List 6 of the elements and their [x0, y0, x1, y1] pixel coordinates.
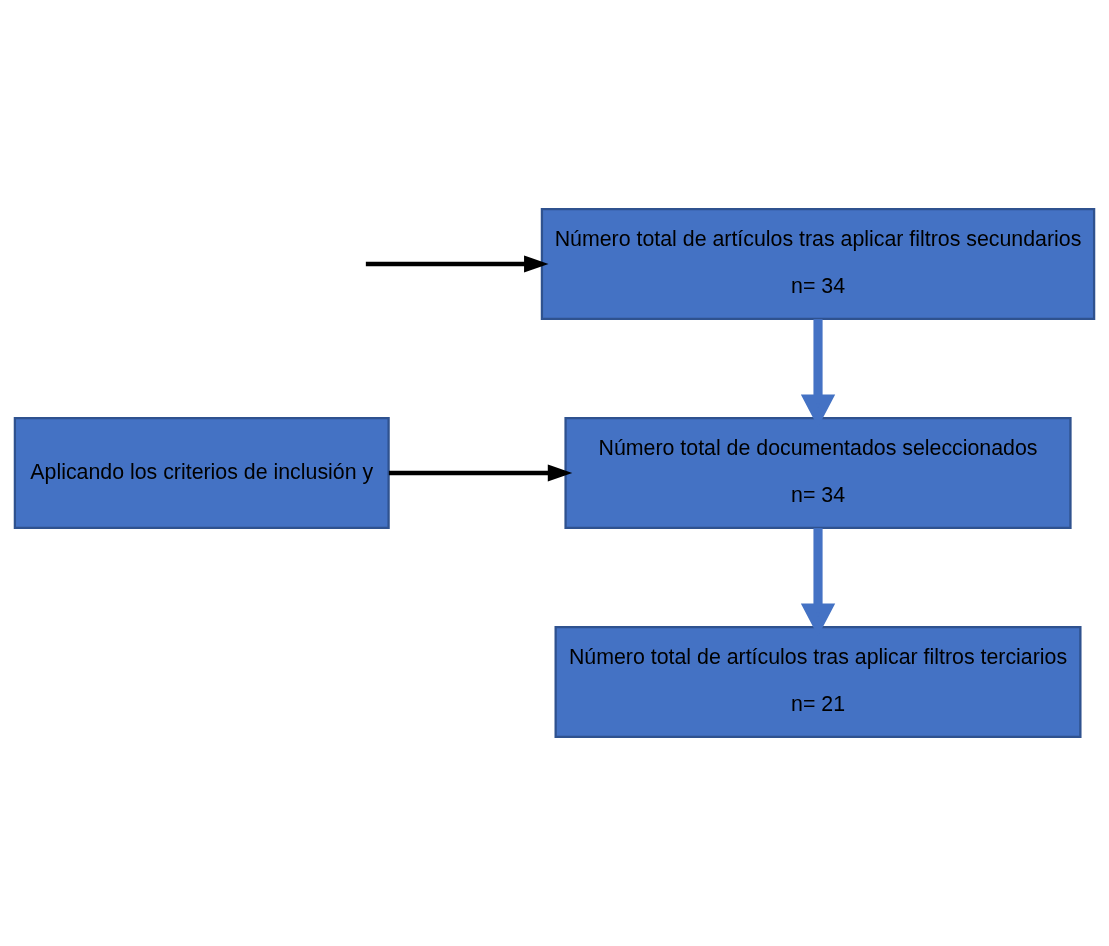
- node-box: Número total de documentados seleccionados n= 34: [564, 416, 1072, 530]
- node-box: Aplicando los criterios de inclusión y: [13, 416, 390, 530]
- node-box: Número total de artículos tras aplicar filtros terciarios n= 21: [554, 625, 1082, 739]
- arrow: [365, 255, 549, 273]
- arrow: [388, 464, 573, 482]
- node-box: Número total de artículos tras aplicar filtros secundarios n= 34: [540, 207, 1096, 321]
